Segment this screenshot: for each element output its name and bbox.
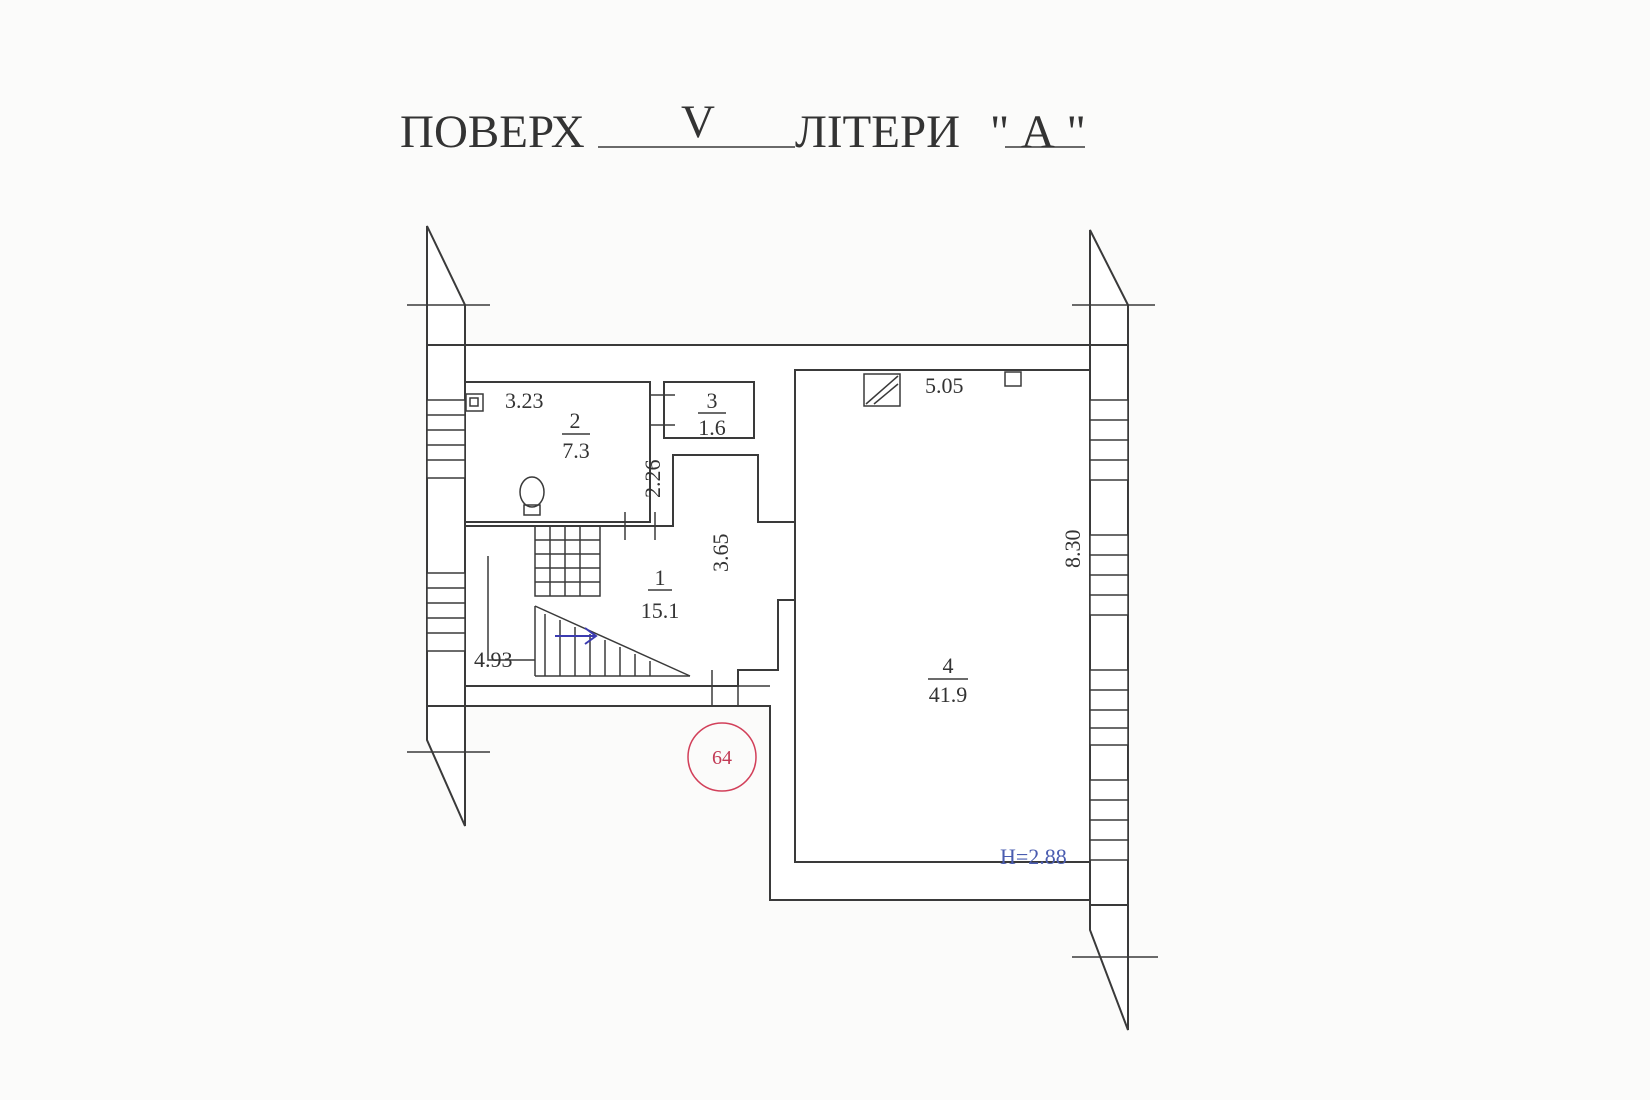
boiler-icon (863, 373, 901, 407)
title-floor-number: V (681, 96, 715, 148)
room-3 (663, 381, 755, 439)
title-letter: " А " (990, 106, 1086, 158)
room-1-depth: 3.65 (708, 534, 733, 573)
room-4-depth: 8.30 (1060, 530, 1085, 569)
room-3-id: 3 (707, 388, 718, 413)
room-4-area: 41.9 (929, 682, 968, 707)
room-4-width: 5.05 (925, 373, 964, 398)
left-windows (426, 399, 466, 652)
stamp-number: 64 (712, 747, 732, 769)
room-2-id: 2 (570, 408, 581, 433)
door-markers (624, 382, 796, 706)
room-1-area: 15.1 (641, 598, 680, 623)
room-3-area: 1.6 (698, 415, 726, 440)
fixtures (465, 371, 1022, 516)
stamp: 64 (687, 722, 757, 792)
right-windows (1089, 399, 1129, 861)
wall-ticks (407, 304, 1158, 958)
meter-icon (1004, 371, 1022, 387)
room-2-width: 3.23 (505, 388, 544, 413)
room-2-area: 7.3 (562, 438, 590, 463)
ceiling-height: H=2.88 (1000, 844, 1067, 869)
room-2 (464, 381, 651, 523)
room-1-width: 4.93 (474, 647, 513, 672)
room-1-id: 1 (655, 565, 666, 590)
room-4 (794, 369, 1091, 863)
stair-arrow-icon (555, 627, 598, 645)
title-prefix: ПОВЕРХ (400, 106, 585, 158)
staircase (487, 525, 691, 677)
title-letter-label: ЛІТЕРИ (795, 106, 960, 158)
left-wall (426, 344, 466, 707)
room-2-depth: 2.26 (640, 460, 665, 499)
room-4-id: 4 (943, 653, 954, 678)
